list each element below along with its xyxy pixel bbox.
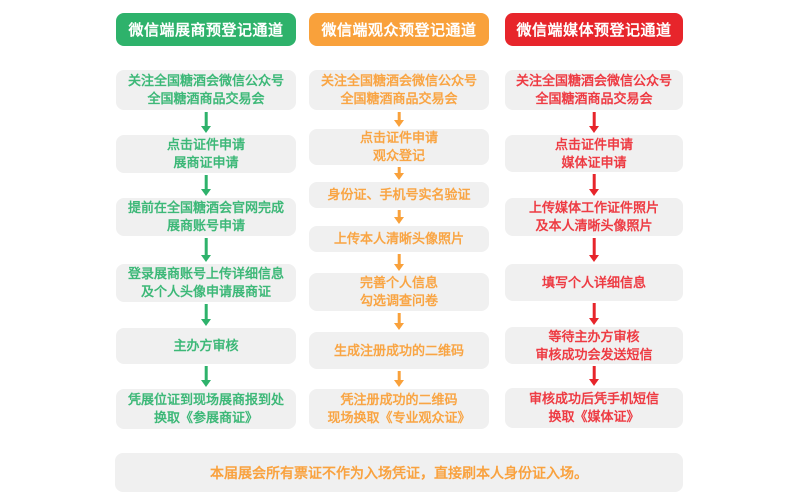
flow-step-media-5: 等待主办方审核 审核成功会发送短信	[505, 327, 683, 364]
down-arrow-icon	[588, 112, 600, 133]
down-arrow-icon	[588, 174, 600, 196]
down-arrow-icon	[200, 304, 212, 326]
down-arrow-icon	[588, 303, 600, 325]
channel-header-visitor-label: 微信端观众预登记通道	[321, 22, 477, 39]
flow-step-exhibitor-3: 提前在全国糖酒会官网完成 展商账号申请	[116, 198, 296, 236]
down-arrow-icon	[200, 175, 212, 196]
flow-step-exhibitor-5: 主办方审核	[116, 328, 296, 364]
flow-step-media-2: 点击证件申请 媒体证申请	[505, 135, 683, 172]
down-arrow-icon	[393, 167, 405, 180]
flow-step-visitor-5: 完善个人信息 勾选调查问卷	[309, 273, 489, 311]
footer-note-text: 本届展会所有票证不作为入场凭证，直接刷本人身份证入场。	[210, 464, 588, 481]
flow-step-exhibitor-2: 点击证件申请 展商证申请	[116, 135, 296, 173]
down-arrow-icon	[393, 254, 405, 271]
flow-step-media-1: 关注全国糖酒会微信公众号 全国糖酒商品交易会	[505, 70, 683, 110]
down-arrow-icon	[588, 366, 600, 386]
down-arrow-icon	[200, 366, 212, 387]
flow-step-visitor-6: 生成注册成功的二维码	[309, 332, 489, 369]
down-arrow-icon	[393, 371, 405, 387]
channel-header-exhibitor-label: 微信端展商预登记通道	[128, 22, 284, 39]
down-arrow-icon	[393, 210, 405, 224]
down-arrow-icon	[393, 112, 405, 127]
down-arrow-icon	[393, 313, 405, 330]
flow-step-visitor-1: 关注全国糖酒会微信公众号 全国糖酒商品交易会	[309, 70, 489, 110]
channel-header-visitor: 微信端观众预登记通道	[309, 13, 489, 46]
down-arrow-icon	[200, 112, 212, 133]
flow-step-media-3: 上传媒体工作证件照片 及本人清晰头像照片	[505, 198, 683, 236]
flow-step-media-6: 审核成功后凭手机短信 换取《媒体证》	[505, 388, 683, 428]
flow-step-visitor-4: 上传本人清晰头像照片	[309, 226, 489, 252]
flow-step-visitor-7: 凭注册成功的二维码 现场换取《专业观众证》	[309, 389, 489, 429]
footer-note: 本届展会所有票证不作为入场凭证，直接刷本人身份证入场。	[115, 453, 683, 492]
channel-header-media-label: 微信端媒体预登记通道	[516, 22, 672, 39]
flow-step-exhibitor-4: 登录展商账号上传详细信息 及个人头像申请展商证	[116, 264, 296, 302]
channel-header-media: 微信端媒体预登记通道	[505, 13, 683, 46]
channel-header-exhibitor: 微信端展商预登记通道	[116, 13, 296, 46]
flow-step-visitor-2: 点击证件申请 观众登记	[309, 129, 489, 165]
flow-step-visitor-3: 身份证、手机号实名验证	[309, 182, 489, 208]
down-arrow-icon	[588, 238, 600, 262]
flow-step-media-4: 填写个人详细信息	[505, 264, 683, 301]
flow-step-exhibitor-1: 关注全国糖酒会微信公众号 全国糖酒商品交易会	[116, 70, 296, 110]
flow-step-exhibitor-6: 凭展位证到现场展商报到处 换取《参展商证》	[116, 389, 296, 429]
down-arrow-icon	[200, 238, 212, 262]
